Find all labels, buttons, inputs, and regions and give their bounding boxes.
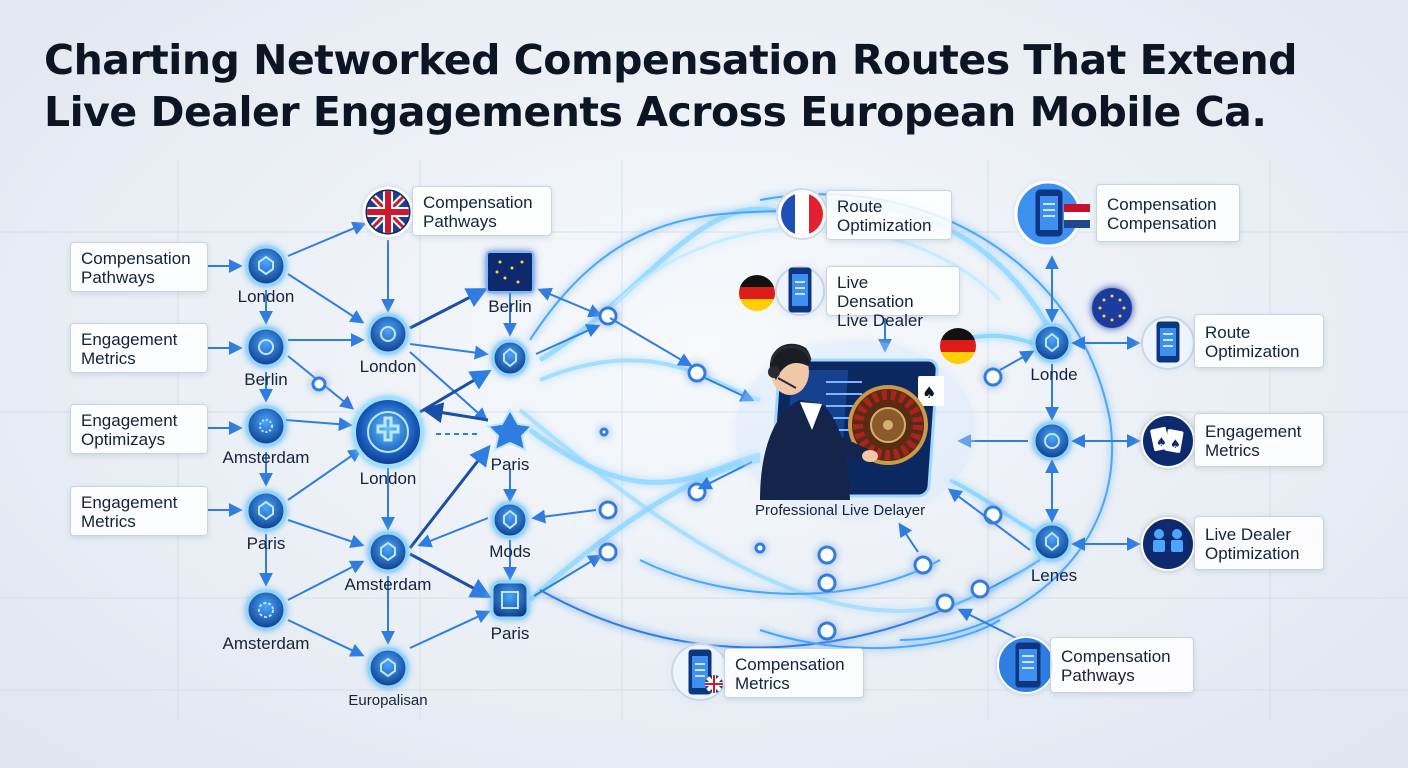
node-paris-2 <box>491 339 529 377</box>
left-network-edges <box>208 221 603 657</box>
dealer-figures-icon <box>1153 529 1183 552</box>
title-line-2: Live Dealer Engagements Across European … <box>44 88 1267 136</box>
title-line-1: Charting Networked Compensation Routes T… <box>44 36 1298 84</box>
city-label: Paris <box>490 455 530 474</box>
label-line: Metrics <box>1205 441 1260 460</box>
left-label-engagement-optimizays: Engagement Optimizays <box>70 404 208 454</box>
dealers-icon <box>1141 517 1195 571</box>
live-dealer-illustration: ♠ <box>735 340 975 520</box>
label-line: Compensation <box>1107 214 1217 233</box>
svg-text:♠: ♠ <box>922 383 936 402</box>
city-label: London <box>359 357 417 376</box>
label-line: Metrics <box>81 349 136 368</box>
label-line: Compensation <box>423 193 533 212</box>
label-line: Optimization <box>1205 342 1300 361</box>
dealer-figure <box>760 343 878 500</box>
right-label-engagement-metrics: Engagement Metrics <box>1194 413 1324 467</box>
roulette-wheel-icon <box>848 385 928 465</box>
node-berlin-1 <box>245 326 287 368</box>
label-line: Optimizays <box>81 430 166 449</box>
node-lenes <box>1032 522 1072 562</box>
label-line: Engagement <box>81 493 178 512</box>
label-line: Engagement <box>81 330 178 349</box>
label-line: Compensation <box>1061 647 1171 666</box>
top-label-compensation-pathways: Compensation Pathways <box>412 186 552 236</box>
city-label: Paris <box>246 534 286 553</box>
center-label-live-dealer: Live Densation Live Dealer <box>826 266 960 330</box>
paris-star-icon <box>485 407 535 452</box>
node-amsterdam-3 <box>367 531 409 573</box>
label-line: Compensation <box>735 655 845 674</box>
right-nodes <box>1032 323 1072 562</box>
node-paris-3 <box>490 580 530 620</box>
city-label: London <box>237 287 295 306</box>
city-label: Mods <box>489 542 531 561</box>
left-label-engagement-metrics-2: Engagement Metrics <box>70 486 208 536</box>
label-line: Compensation <box>81 249 191 268</box>
label-line: Pathways <box>81 268 155 287</box>
node-mods <box>491 501 529 539</box>
label-line: Live Dealer <box>1205 525 1291 544</box>
node-right-mid <box>1032 421 1072 461</box>
label-line: Engagement <box>1205 422 1302 441</box>
label-line: Pathways <box>423 212 497 231</box>
label-line: Metrics <box>81 512 136 531</box>
label-line: Live Dealer <box>837 311 923 330</box>
eu-flag-icon <box>1092 288 1132 328</box>
france-flag-icon <box>776 188 828 240</box>
node-amsterdam-2 <box>245 589 287 631</box>
city-label: Europalisan <box>348 692 428 709</box>
center-label-compensation-metrics: Compensation Metrics <box>724 648 864 698</box>
city-label: Londe <box>1030 365 1078 384</box>
label-line: Engagement <box>81 411 178 430</box>
node-london-2 <box>367 313 409 355</box>
label-line: Route <box>1205 323 1251 342</box>
city-label: Amsterdam <box>222 634 310 653</box>
playing-cards-icon: ♠ ♠ <box>1150 426 1184 453</box>
node-londe <box>1032 323 1072 363</box>
node-london-hub <box>352 396 424 468</box>
left-label-compensation-pathways: Compensation Pathways <box>70 242 208 292</box>
city-label: Amsterdam <box>222 448 310 467</box>
svg-text:♠: ♠ <box>1170 437 1181 451</box>
germany-flag-icon-1 <box>739 275 775 311</box>
node-europalisan <box>367 647 409 689</box>
label-line: Compensation <box>1107 195 1217 214</box>
label-line: Metrics <box>735 674 790 693</box>
right-label-compensation: Compensation Compensation <box>1096 184 1240 242</box>
city-label: Berlin <box>488 297 532 316</box>
city-label: London <box>359 469 417 488</box>
page-title: Charting Networked Compensation Routes T… <box>44 34 1344 138</box>
city-label: Paris <box>490 624 530 643</box>
left-label-engagement-metrics-1: Engagement Metrics <box>70 323 208 373</box>
node-london-1 <box>245 245 287 287</box>
eu-map-icon <box>486 251 534 293</box>
col1-nodes <box>245 245 287 631</box>
center-label-route-optimization: Route Optimization <box>826 190 952 240</box>
svg-text:♠: ♠ <box>1156 435 1167 449</box>
label-line: Live Densation <box>837 273 914 311</box>
dealer-caption: Professional Live Delayer <box>755 502 926 519</box>
city-label: Lenes <box>1030 566 1078 585</box>
city-label: Berlin <box>244 370 288 389</box>
route-dots <box>311 306 1003 641</box>
node-amsterdam-1 <box>245 405 287 447</box>
germany-flag-icon-2 <box>940 328 976 364</box>
label-line: Optimization <box>837 216 932 235</box>
label-line: Optimization <box>1205 544 1300 563</box>
right-label-compensation-pathways: Compensation Pathways <box>1050 637 1194 693</box>
right-label-live-dealer-optimization: Live Dealer Optimization <box>1194 516 1324 570</box>
label-line: Pathways <box>1061 666 1135 685</box>
node-paris-1 <box>245 490 287 532</box>
uk-flag-icon <box>367 191 409 233</box>
right-label-route-optimization: Route Optimization <box>1194 314 1324 368</box>
city-label: Amsterdam <box>344 575 432 594</box>
label-line: Route <box>837 197 883 216</box>
nl-flag-icon <box>1064 204 1090 228</box>
